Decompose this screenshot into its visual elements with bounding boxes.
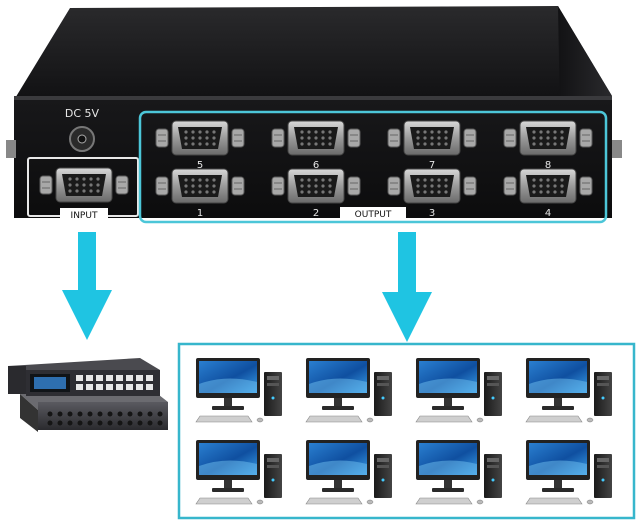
thumb-screw [231,128,245,148]
thumb-screw [347,128,361,148]
output-vga-port-4[interactable]: 4 [503,168,593,219]
thumb-screw [347,176,361,196]
port-number: 3 [429,208,435,219]
arrow-down-icon [382,232,432,342]
matrix-switcher-icon [8,358,168,432]
output-vga-port-3[interactable]: 3 [387,168,477,219]
device-top-panel [14,6,612,100]
left-screw [6,140,16,158]
output-vga-port-1[interactable]: 1 [155,168,245,219]
thumb-screw [155,128,169,148]
desktop-computer-icon [525,440,612,505]
thumb-screw [463,176,477,196]
desktop-computer-icon [415,358,502,423]
port-number: 8 [545,160,551,171]
keyboard [195,497,253,505]
keyboard [305,497,363,505]
thumb-screw [463,128,477,148]
thumb-screw [387,128,401,148]
power-label: DC 5V [65,107,100,120]
thumb-screw [115,175,129,195]
device-front-edge [14,96,612,100]
thumb-screw [579,176,593,196]
desktop-computer-icon [415,440,502,505]
thumb-screw [155,176,169,196]
thumb-screw [579,128,593,148]
output-vga-port-6[interactable]: 6 [271,120,361,171]
keyboard [415,415,473,423]
port-number: 7 [429,160,435,171]
power-jack-pin [77,134,87,144]
thumb-screw [271,176,285,196]
port-number: 5 [197,160,203,171]
desktop-computer-icon [525,358,612,423]
output-label-bg [340,207,406,219]
port-number: 2 [313,208,319,219]
port-number: 1 [197,208,203,219]
desktop-computer-icon [195,358,282,423]
output-vga-port-7[interactable]: 7 [387,120,477,171]
keyboard [195,415,253,423]
right-screw [612,140,622,158]
keyboard [525,415,583,423]
thumb-screw [387,176,401,196]
desktop-computer-icon [305,440,392,505]
thumb-screw [271,128,285,148]
keyboard [415,497,473,505]
port-number: 6 [313,160,319,171]
input-vga-port[interactable] [39,167,129,203]
thumb-screw [39,175,53,195]
output-label: OUTPUT [355,210,392,220]
thumb-screw [231,176,245,196]
thumb-screw [503,128,517,148]
keyboard [305,415,363,423]
vga-splitter-device: DC 5V INPUT OUTPUT 5 6 7 8 1 2 3 4 [6,6,622,224]
output-frame[interactable] [138,110,608,224]
output-vga-port-2[interactable]: 2 [271,168,361,219]
desktop-computer-icon [195,440,282,505]
output-vga-port-5[interactable]: 5 [155,120,245,171]
output-vga-port-8[interactable]: 8 [503,120,593,171]
arrow-down-icon [62,232,112,340]
input-label: INPUT [71,211,98,221]
thumb-screw [503,176,517,196]
keyboard [525,497,583,505]
port-number: 4 [545,208,551,219]
desktop-computer-icon [305,358,392,423]
input-label-bg [60,208,108,220]
